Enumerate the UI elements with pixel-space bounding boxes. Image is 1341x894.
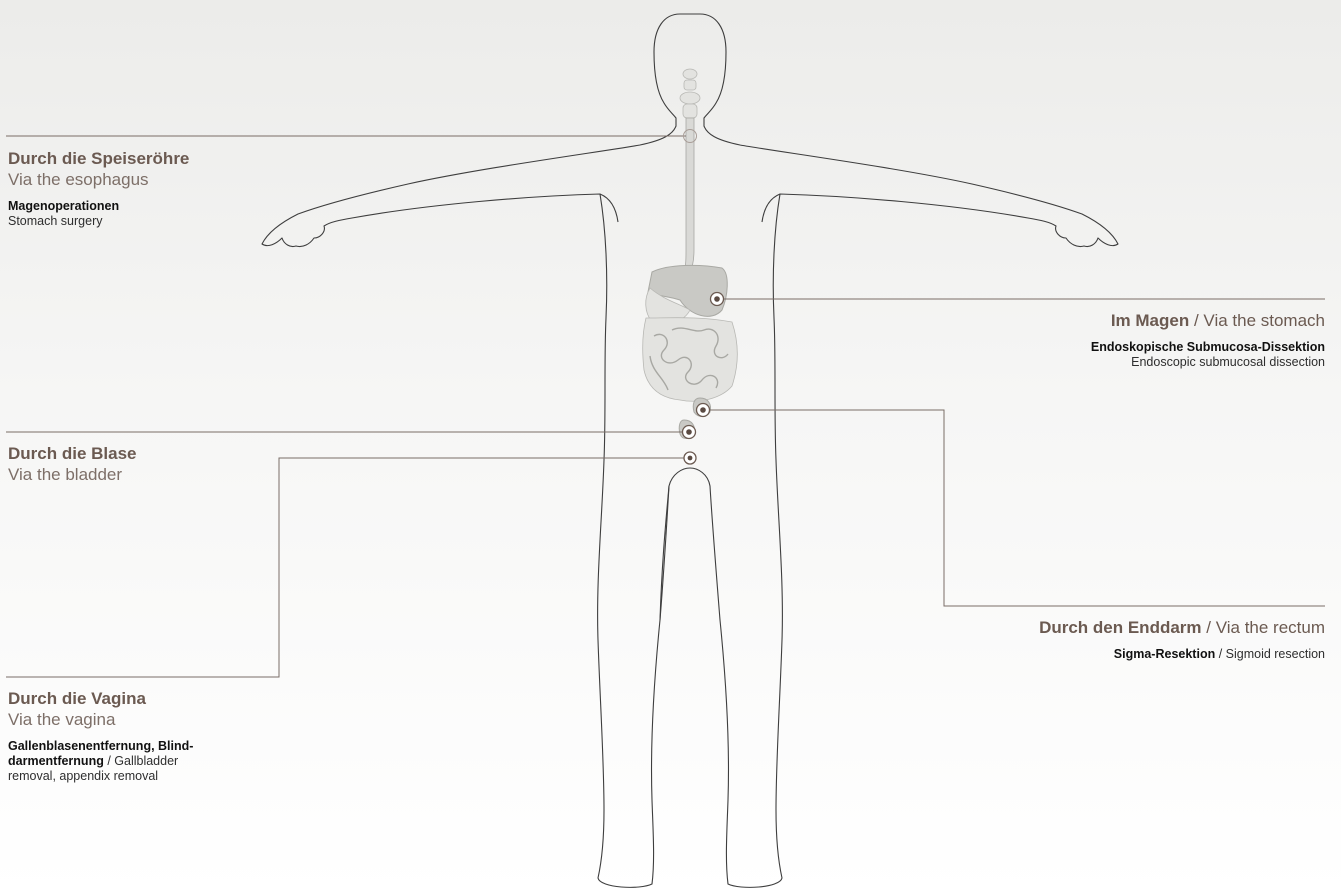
subheading-bladder: Via the bladder [8, 464, 308, 485]
label-rectum: Durch den Enddarm / Via the rectum Sigma… [925, 617, 1325, 662]
subheading-esophagus: Via the esophagus [8, 169, 308, 190]
label-vagina: Durch die Vagina Via the vagina Gallenbl… [8, 688, 308, 784]
marker-bladder[interactable] [683, 426, 696, 439]
procedure-rectum: Sigma-Resektion / Sigmoid resection [925, 647, 1325, 662]
marker-vagina[interactable] [684, 452, 696, 464]
procedure-esophagus: Magenoperationen Stomach surgery [8, 199, 308, 229]
procedure-vagina: Gallenblasenentfernung, Blind- darmentfe… [8, 739, 308, 784]
heading-bladder: Durch die Blase [8, 443, 308, 464]
label-esophagus: Durch die Speiseröhre Via the esophagus … [8, 148, 308, 229]
throat-structure [680, 69, 700, 118]
heading-vagina: Durch die Vagina [8, 688, 308, 709]
digestive-organs [643, 265, 738, 438]
heading-rectum: Durch den Enddarm / Via the rectum [925, 617, 1325, 638]
right-armpit-contour [762, 194, 780, 222]
heading-esophagus: Durch die Speiseröhre [8, 148, 308, 169]
left-armpit-contour [600, 194, 618, 222]
label-stomach: Im Magen / Via the stomach Endoskopische… [965, 310, 1325, 370]
subheading-vagina: Via the vagina [8, 709, 308, 730]
label-bladder: Durch die Blase Via the bladder [8, 443, 308, 485]
marker-stomach[interactable] [711, 293, 724, 306]
marker-rectum[interactable] [697, 404, 710, 417]
heading-stomach: Im Magen / Via the stomach [965, 310, 1325, 331]
procedure-stomach: Endoskopische Submucosa-Dissektion Endos… [965, 340, 1325, 370]
